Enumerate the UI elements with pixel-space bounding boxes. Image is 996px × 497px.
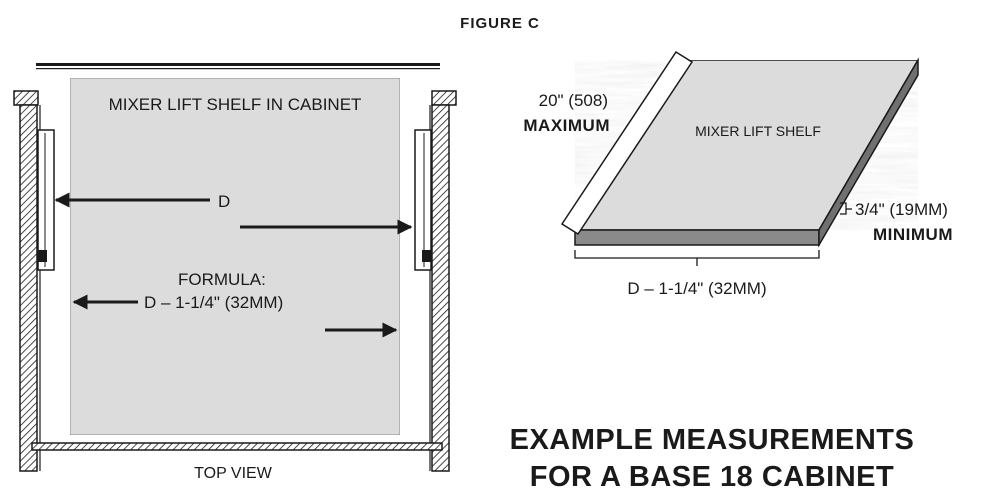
left-drawer-slide <box>37 129 55 271</box>
depth-value: 20" (508) <box>539 91 608 110</box>
heading-line-2: FOR A BASE 18 CABINET <box>530 461 894 493</box>
top-view-caption: TOP VIEW <box>194 465 273 482</box>
depth-dimension-line <box>560 50 694 236</box>
top-rail-inner <box>36 68 440 70</box>
heading-line-1: EXAMPLE MEASUREMENTS <box>510 424 915 456</box>
mixer-lift-shelf <box>69 77 401 436</box>
formula-value: D – 1-1/4" (32MM) <box>144 293 283 312</box>
shelf-label: MIXER LIFT SHELF IN CABINET <box>109 95 362 114</box>
shelf-perspective-label: MIXER LIFT SHELF <box>695 123 821 139</box>
shelf-perspective-drawing: MIXER LIFT SHELF 20" (508) MAXIMUM 3/4" … <box>523 50 953 298</box>
dimension-d: D <box>54 192 413 235</box>
front-rail <box>31 442 443 451</box>
width-value: D – 1-1/4" (32MM) <box>627 279 766 298</box>
formula-label: FORMULA: <box>178 270 266 289</box>
figure-title: FIGURE C <box>460 15 540 32</box>
shelf-front-edge <box>574 229 820 246</box>
width-dimension-line <box>574 250 820 259</box>
left-cabinet-wall <box>13 90 41 472</box>
top-view-drawing: MIXER LIFT SHELF IN CABINET D FORMULA: D… <box>13 63 457 482</box>
right-cabinet-wall <box>429 90 457 472</box>
depth-qualifier: MAXIMUM <box>523 116 610 135</box>
top-rail <box>36 63 440 66</box>
shelf-side-edge <box>818 57 919 248</box>
thickness-value: 3/4" (19MM) <box>855 200 948 219</box>
thickness-qualifier: MINIMUM <box>873 225 953 244</box>
right-drawer-slide <box>414 129 432 271</box>
dimension-d-label: D <box>218 192 230 211</box>
